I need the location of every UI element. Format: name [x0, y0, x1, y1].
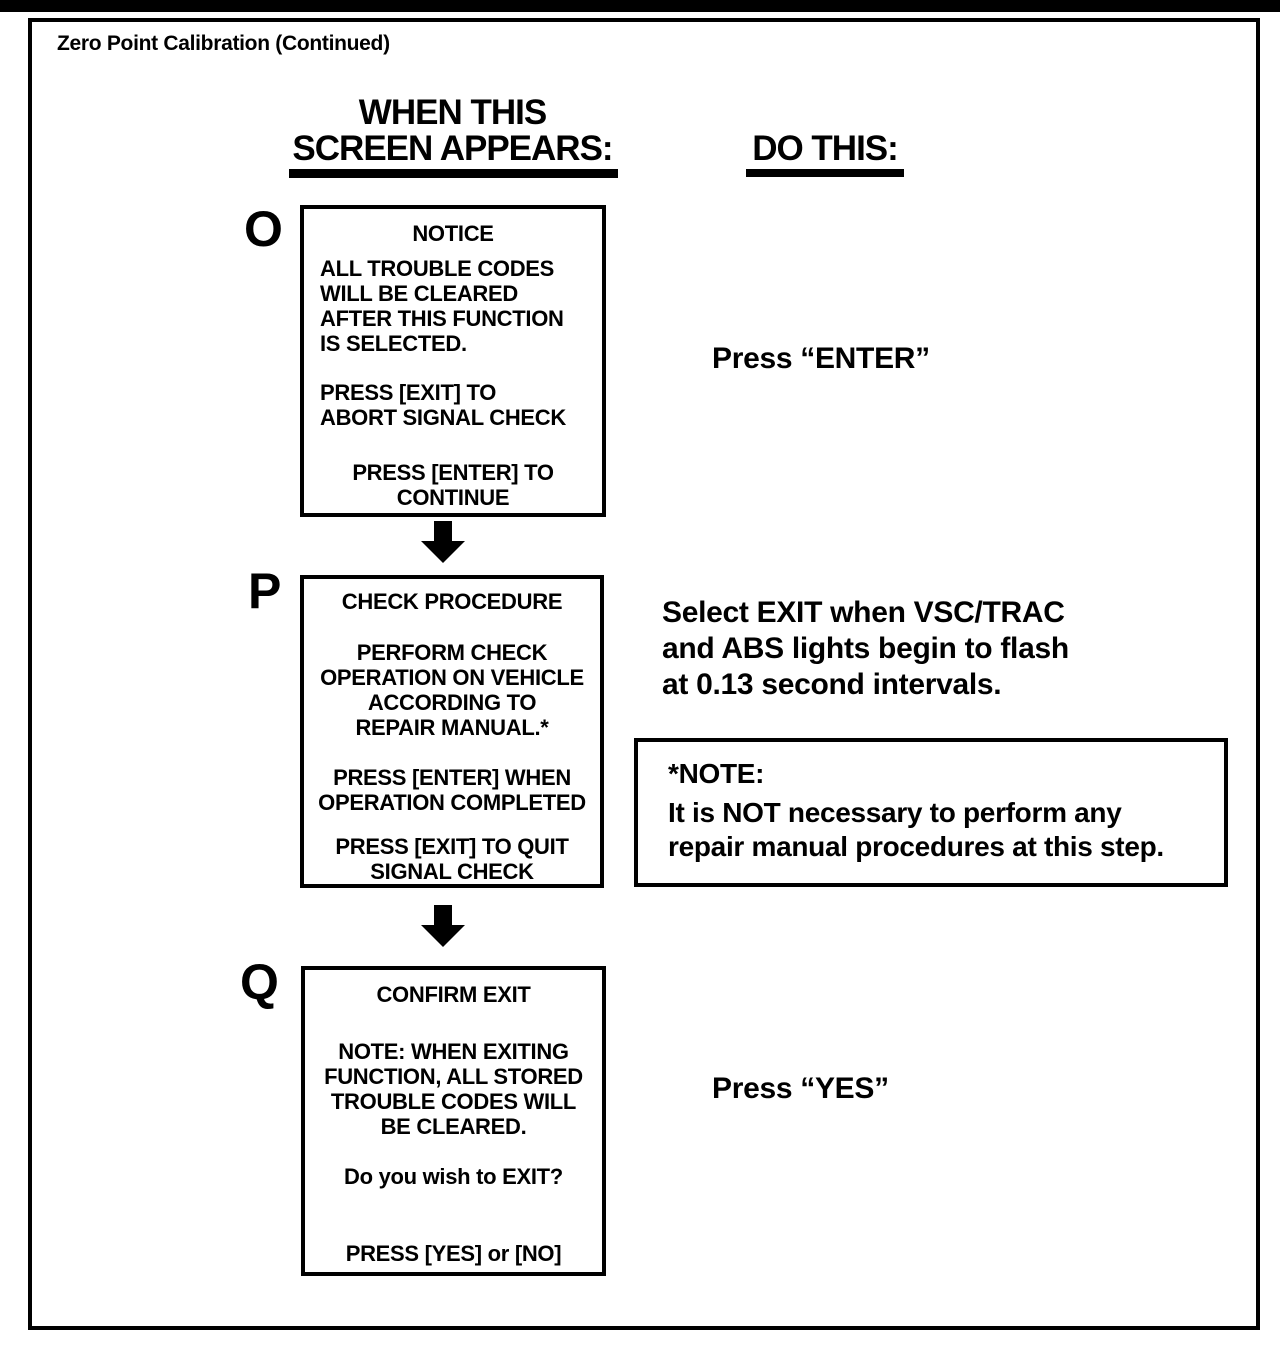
doc-title: Zero Point Calibration (Continued): [57, 32, 390, 55]
screen-title: CHECK PROCEDURE: [341, 589, 563, 614]
screen-text: PRESS [EXIT] TO QUIT SIGNAL CHECK: [335, 834, 569, 884]
header-underline: [746, 169, 904, 177]
step-letter-o: O: [244, 201, 283, 257]
screen-text: ALL TROUBLE CODES WILL BE CLEARED AFTER …: [320, 256, 564, 356]
screen-box-o: NOTICE ALL TROUBLE CODES WILL BE CLEARED…: [300, 205, 606, 517]
down-arrow-icon: [421, 521, 465, 563]
instruction-text: Select EXIT when VSC/TRAC and ABS lights…: [662, 596, 1069, 701]
screen-text: Do you wish to EXIT?: [344, 1164, 563, 1189]
note-heading: *NOTE:: [668, 758, 765, 789]
step-letter-p: P: [248, 563, 282, 619]
column-header-when-this-screen-appears: WHEN THIS SCREEN APPEARS:: [270, 95, 635, 167]
header-line: SCREEN APPEARS:: [292, 129, 613, 168]
screen-title: NOTICE: [412, 221, 494, 246]
screen-text: PRESS [ENTER] TO CONTINUE: [352, 460, 554, 510]
instruction-text: Press “ENTER”: [712, 342, 930, 375]
instruction-text: Press “YES”: [712, 1072, 889, 1105]
note-body: It is NOT necessary to perform any repai…: [668, 797, 1164, 862]
note-box: *NOTE: It is NOT necessary to perform an…: [634, 738, 1228, 887]
screen-box-q: CONFIRM EXIT NOTE: WHEN EXITING FUNCTION…: [301, 966, 606, 1276]
step-letter-q: Q: [240, 954, 279, 1010]
page-frame: [28, 18, 1260, 1330]
column-header-do-this: DO THIS:: [752, 129, 899, 168]
screen-text: PRESS [YES] or [NO]: [345, 1241, 562, 1266]
screen-text: PRESS [EXIT] TO ABORT SIGNAL CHECK: [320, 380, 566, 430]
screen-text: PERFORM CHECK OPERATION ON VEHICLE ACCOR…: [320, 640, 584, 740]
page-top-edge-bar: [0, 0, 1280, 12]
screen-box-p: CHECK PROCEDURE PERFORM CHECK OPERATION …: [300, 575, 604, 888]
screen-text: NOTE: WHEN EXITING FUNCTION, ALL STORED …: [324, 1039, 583, 1139]
down-arrow-icon: [421, 905, 465, 947]
header-line: WHEN THIS: [358, 93, 547, 132]
header-underline: [289, 169, 618, 178]
screen-text: PRESS [ENTER] WHEN OPERATION COMPLETED: [318, 765, 586, 815]
screen-title: CONFIRM EXIT: [376, 982, 531, 1007]
